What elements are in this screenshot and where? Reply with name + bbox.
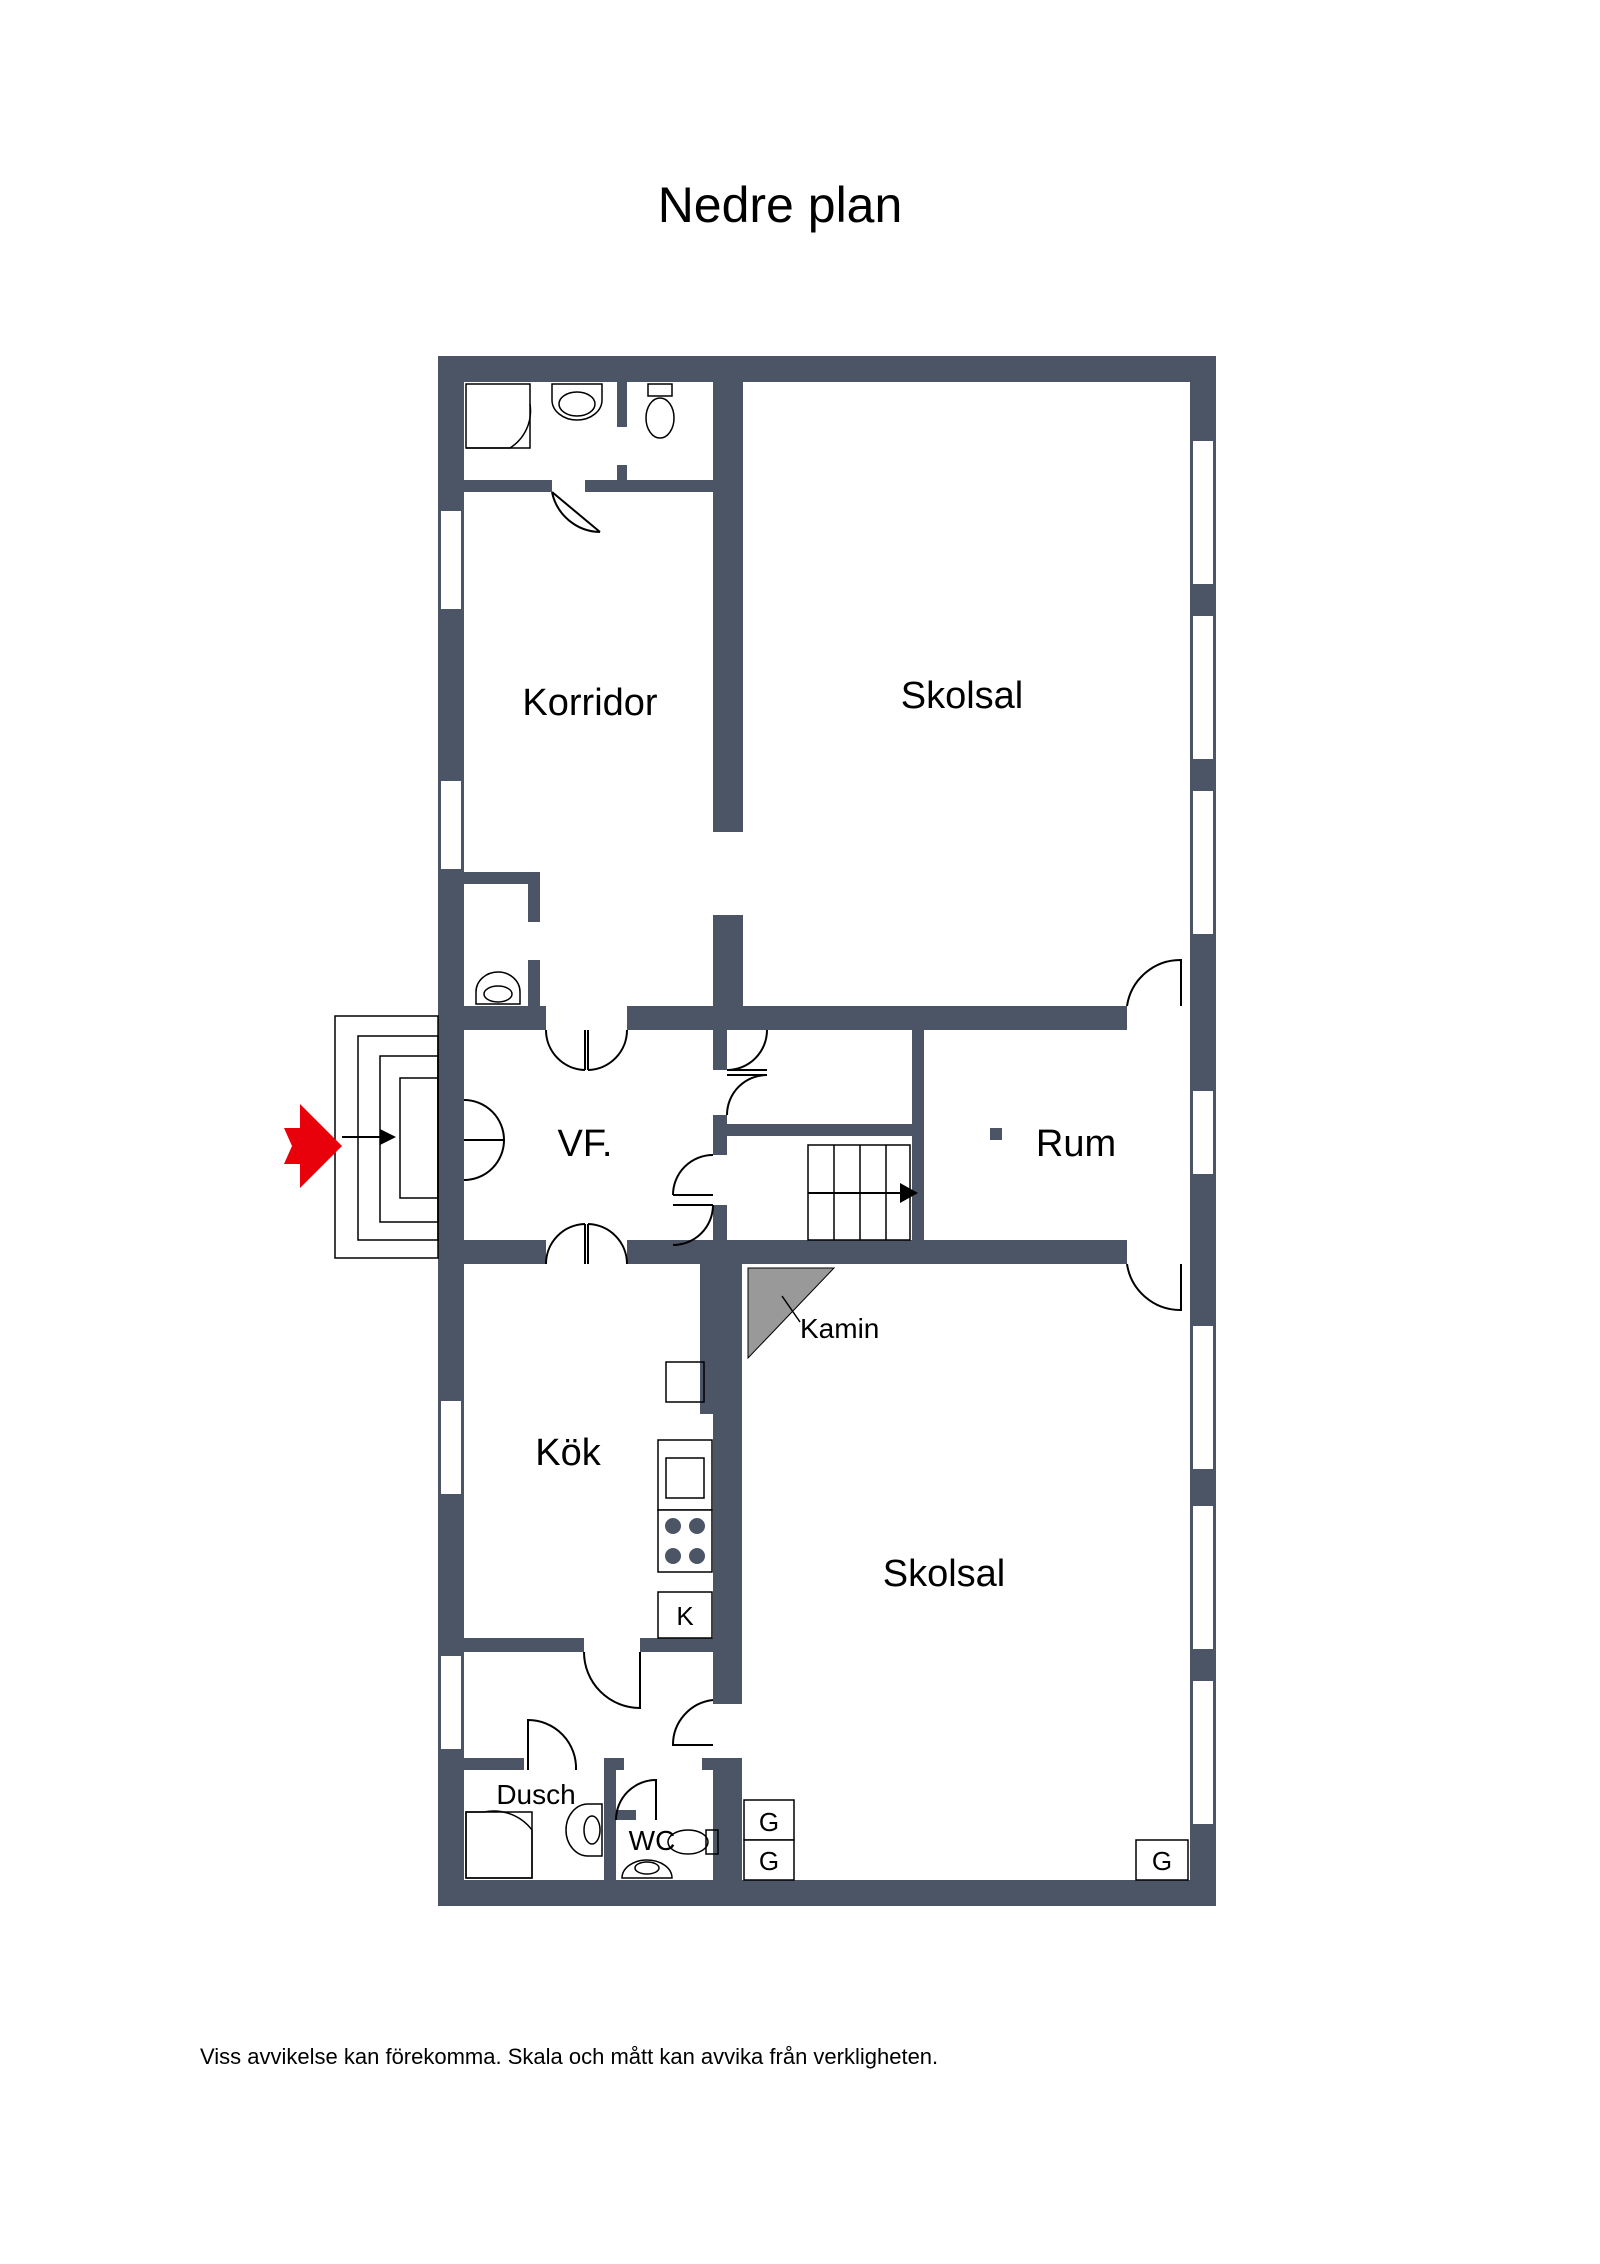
room-label-wc: WC [629, 1825, 676, 1856]
storage-label: G [1152, 1846, 1172, 1876]
fridge-label: K [676, 1601, 694, 1631]
storage-boxes [743, 1799, 1189, 1881]
room-label-dusch: Dusch [496, 1779, 575, 1810]
windows-left [439, 509, 463, 1751]
storage-label: G [759, 1846, 779, 1876]
stove-icon [657, 1509, 713, 1573]
fireplace-pointer [781, 1295, 801, 1323]
fridge [657, 1591, 713, 1639]
toilet-icon [645, 383, 675, 439]
sink-icon [565, 1803, 603, 1857]
sink-icon [475, 971, 521, 1005]
plan-title: Nedre plan [657, 177, 903, 233]
room-label-korridor: Korridor [522, 682, 657, 724]
stairs-arrow-icon [808, 1183, 918, 1203]
doors [463, 491, 1182, 1821]
interior-walls [464, 382, 1127, 1880]
fireplace-label: Kamin [800, 1313, 879, 1344]
kitchen-counter [657, 1361, 713, 1511]
fireplace [747, 1267, 836, 1360]
pillar [990, 1128, 1002, 1140]
room-label-skolsal-lower: Skolsal [883, 1553, 1006, 1595]
room-label-rum: Rum [1036, 1123, 1116, 1165]
shower-icon [465, 383, 532, 449]
sink-icon [621, 1859, 673, 1879]
disclaimer: Viss avvikelse kan förekomma. Skala och … [200, 2044, 939, 2069]
toilet-icon [667, 1829, 719, 1855]
room-label-kok: Kök [535, 1432, 601, 1474]
shower-icon [465, 1810, 533, 1879]
storage-label: G [759, 1807, 779, 1837]
room-label-vf: VF. [558, 1123, 613, 1165]
sink-icon [551, 383, 603, 421]
room-label-skolsal-upper: Skolsal [901, 675, 1024, 717]
entrance-arrow-icon [284, 1104, 396, 1188]
windows-right [1191, 439, 1215, 1826]
